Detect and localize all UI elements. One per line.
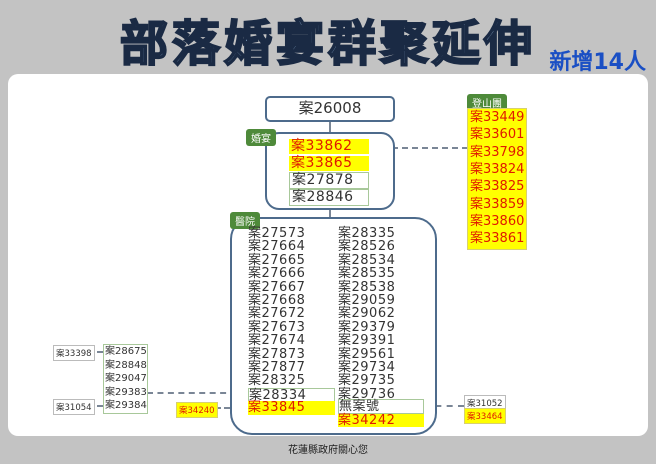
case-label: 案33860 (470, 213, 525, 229)
case-label: 案28335 (338, 226, 396, 241)
case-label: 案28538 (338, 279, 396, 295)
case-label: 案27668 (248, 293, 306, 308)
hospital-cluster (230, 217, 437, 435)
hospital-tag: 醫院 (230, 212, 260, 229)
hiking-tag: 登山團 (467, 94, 507, 111)
case-label: 案28846 (289, 188, 369, 206)
case-label: 案28675 (105, 346, 147, 357)
case-label: 案29735 (338, 373, 396, 389)
case-label: 案33845 (248, 401, 335, 415)
case-label: 案27877 (248, 360, 306, 375)
case-label: 案29736 (338, 386, 396, 402)
dashed-link (87, 351, 103, 353)
case-label: 案29059 (338, 293, 396, 308)
case-label: 案33398 (53, 345, 95, 361)
case-label: 案27873 (248, 346, 306, 362)
case-label: 案27667 (248, 279, 306, 295)
case-label: 案27674 (248, 333, 306, 349)
case-label: 案33825 (470, 179, 525, 195)
case-label: 案34240 (176, 402, 218, 418)
new-cases-count: 新增14人 (549, 50, 646, 75)
case-label: 案27878 (289, 172, 369, 189)
case-label: 案29734 (338, 360, 396, 375)
case-label: 案29047 (105, 373, 147, 384)
case-label: 案33865 (289, 155, 369, 171)
case-label: 案28534 (338, 252, 396, 268)
dashed-link (424, 405, 464, 407)
case-label: 案31054 (53, 399, 95, 415)
connector (329, 208, 331, 220)
source-case: 案26008 (265, 96, 395, 122)
case-label: 案33824 (470, 161, 525, 177)
case-label: 案33862 (289, 139, 369, 154)
case-label: 案29561 (338, 346, 396, 362)
case-label: 案27666 (248, 266, 306, 282)
case-label: 案27672 (248, 306, 306, 322)
case-label: 案33861 (470, 231, 525, 247)
wedding-tag: 婚宴 (246, 129, 276, 146)
case-label: 無案號 (338, 399, 424, 415)
case-label: 案29383 (105, 386, 147, 398)
case-label: 案28535 (338, 266, 396, 282)
case-label: 案33464 (464, 408, 506, 424)
page-title: 部落婚宴群聚延伸 (119, 15, 536, 73)
dashed-link (206, 407, 248, 409)
case-label: 案29384 (105, 400, 147, 411)
case-label: 案34242 (338, 414, 424, 427)
case-label: 案27573 (248, 226, 306, 241)
case-label: 案29391 (338, 333, 396, 349)
case-label: 案29062 (338, 306, 396, 322)
case-label: 案33449 (470, 110, 525, 125)
case-label: 案28848 (105, 359, 147, 371)
dashed-link (147, 392, 247, 394)
case-label: 案33859 (470, 196, 525, 212)
case-label: 案27673 (248, 319, 306, 335)
connector (329, 120, 331, 134)
case-label: 案28526 (338, 239, 396, 255)
dashed-link (372, 147, 468, 149)
case-label: 案29379 (338, 319, 396, 335)
case-label: 案28325 (248, 373, 306, 389)
case-label: 案27665 (248, 252, 306, 268)
case-label: 案27664 (248, 239, 306, 255)
case-label: 案33798 (470, 144, 525, 160)
case-label: 案33601 (470, 127, 525, 143)
footer-text: 花蓮縣政府關心您 (288, 445, 368, 456)
